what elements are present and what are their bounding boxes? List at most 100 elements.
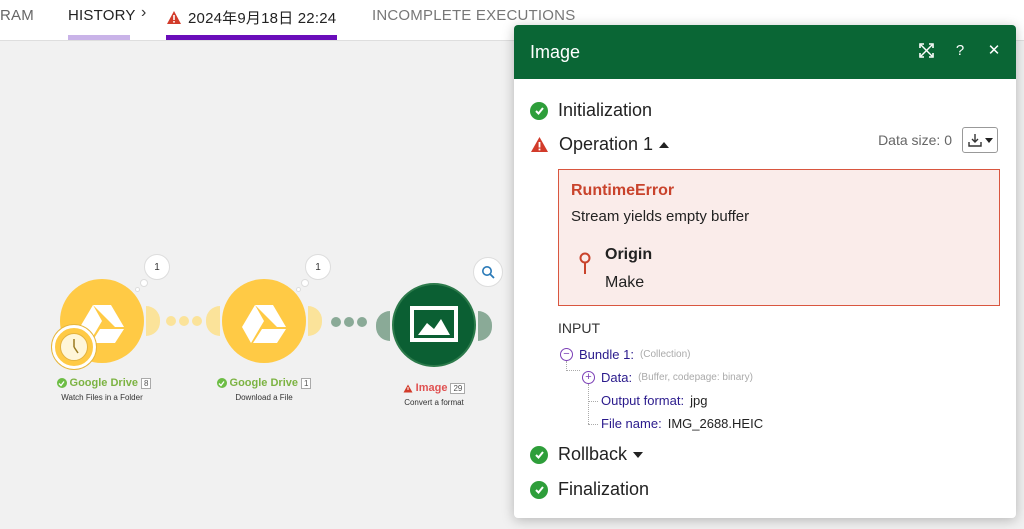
module-id-badge: 29 [450, 382, 466, 394]
tree-connector [588, 424, 598, 425]
module-action-subtitle: Download a File [235, 393, 293, 402]
module-label: Google Drive 8 [34, 377, 174, 389]
tab-incomplete-executions[interactable]: INCOMPLETE EXECUTIONS [372, 7, 576, 24]
connector-dot [331, 317, 341, 327]
tree-connector [588, 401, 598, 402]
execution-tabs-bar: RAM HISTORY › 2024年9月18日 22:24 INCOMPLET… [0, 0, 1024, 41]
tab-history-underline [68, 35, 130, 40]
collapse-toggle-icon[interactable] [659, 141, 670, 148]
tab-execution-run[interactable]: 2024年9月18日 22:24 [166, 7, 336, 28]
operations-count-bubble[interactable]: 1 [144, 254, 170, 280]
operation-inspector-panel: Image ? ✕ Initialization [514, 25, 1016, 518]
tab-history[interactable]: HISTORY [68, 7, 136, 24]
connector-dot [192, 316, 202, 326]
input-section-title: INPUT [558, 320, 600, 336]
bubble-tail [140, 279, 148, 287]
origin-value: Make [605, 274, 645, 291]
tree-file-name-row: File name: IMG_2688.HEIC [601, 416, 763, 431]
tree-output-format-row: Output format: jpg [601, 393, 707, 408]
clock-icon[interactable] [52, 325, 96, 369]
module-connector-ear [146, 306, 160, 336]
module-id-badge: 1 [301, 377, 312, 389]
tab-run-underline [166, 35, 337, 40]
expand-icon[interactable] [918, 42, 934, 58]
phase-label: Operation 1 [559, 134, 654, 154]
tree-connector [566, 370, 580, 371]
module-connector-ear [206, 306, 220, 336]
tree-type: (Collection) [639, 349, 691, 360]
module-action-subtitle: Convert a format [404, 398, 464, 407]
chevron-right-icon: › [141, 4, 147, 21]
dropdown-chevron-icon [984, 137, 993, 143]
phase-label: Initialization [558, 100, 653, 120]
module-id-badge: 8 [141, 377, 152, 389]
close-icon[interactable]: ✕ [987, 42, 1001, 59]
operations-count-bubble[interactable]: 1 [305, 254, 331, 280]
tree-connector [566, 361, 567, 371]
data-size-label: Data size: 0 [878, 132, 952, 148]
warning-icon [167, 11, 181, 24]
search-icon [482, 266, 495, 279]
collapse-toggle[interactable]: − [560, 348, 573, 361]
origin-label: Origin [605, 246, 653, 263]
warning-icon [403, 384, 413, 392]
tree-key: Bundle 1: [579, 347, 634, 362]
bubble-tail [135, 287, 140, 292]
module-label: Google Drive 1 [194, 377, 334, 389]
tree-key: Data: [601, 370, 633, 385]
module-name: Image [415, 382, 448, 394]
connector-dot [344, 317, 354, 327]
module-connector-ear [308, 306, 322, 336]
check-icon [56, 378, 67, 388]
phase-label: Finalization [558, 479, 650, 499]
module-image-convert[interactable] [392, 283, 476, 367]
bubble-tail [296, 287, 301, 292]
module-google-drive-download[interactable] [222, 279, 306, 363]
error-message: Stream yields empty buffer [571, 208, 750, 225]
module-action-subtitle: Watch Files in a Folder [61, 393, 143, 402]
help-icon[interactable]: ? [955, 41, 965, 59]
scenario-canvas: 1 Google Drive 8 Watch Files in a Folder… [0, 41, 1024, 529]
tree-data-row[interactable]: + Data: (Buffer, codepage: binary) [582, 370, 753, 385]
google-drive-icon [242, 305, 286, 343]
phase-initialization: Initialization [530, 100, 652, 121]
tab-execution-run-label: 2024年9月18日 22:24 [188, 10, 337, 27]
phase-operation[interactable]: Operation 1 [530, 134, 670, 155]
panel-header: Image ? ✕ [514, 25, 1016, 79]
module-name: Google Drive [69, 377, 138, 389]
check-icon [530, 480, 548, 499]
module-google-drive-watch[interactable] [60, 279, 144, 363]
tree-key: Output format: [601, 393, 685, 408]
tree-type: (Buffer, codepage: binary) [638, 372, 753, 383]
data-size-area: Data size: 0 [878, 127, 998, 153]
phase-finalization: Finalization [530, 479, 649, 500]
download-button[interactable] [962, 127, 998, 153]
module-label: Image 29 [364, 382, 504, 394]
connector-dot [357, 317, 367, 327]
phase-label: Rollback [558, 444, 628, 464]
module-connector-ear [376, 311, 390, 341]
download-icon [967, 134, 982, 147]
tree-key: File name: [601, 416, 662, 431]
pin-icon [579, 252, 591, 274]
phase-rollback[interactable]: Rollback [530, 444, 644, 465]
check-icon [216, 378, 227, 388]
warning-icon [531, 137, 548, 152]
expand-toggle-icon[interactable] [633, 451, 644, 458]
check-icon [530, 101, 548, 120]
tree-value: IMG_2688.HEIC [667, 416, 764, 431]
expand-toggle[interactable]: + [582, 371, 595, 384]
connector-dot [179, 316, 189, 326]
tree-connector [588, 384, 589, 424]
error-details: RuntimeError Stream yields empty buffer … [558, 169, 1000, 306]
module-name: Google Drive [229, 377, 298, 389]
connector-dot [166, 316, 176, 326]
inspect-search-button[interactable] [473, 257, 503, 287]
tab-diagram[interactable]: RAM [0, 7, 34, 24]
error-type: RuntimeError [571, 182, 675, 199]
tree-bundle-row[interactable]: − Bundle 1: (Collection) [560, 347, 691, 362]
image-icon [410, 306, 458, 342]
tree-value: jpg [690, 393, 708, 408]
bubble-tail [301, 279, 309, 287]
check-icon [530, 445, 548, 464]
